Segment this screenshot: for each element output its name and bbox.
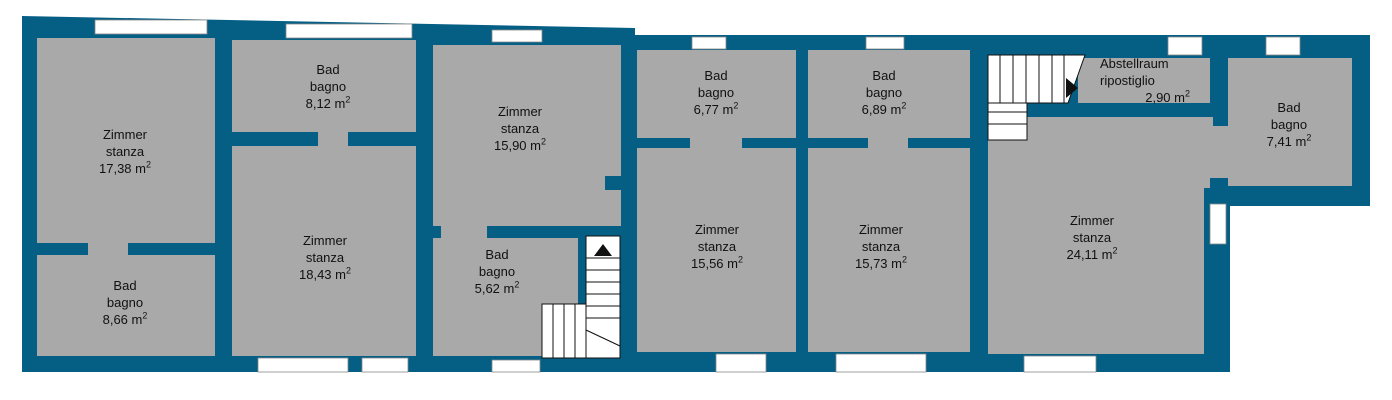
room-name-it: stanza (697, 239, 737, 254)
room-label-bad-4: Bad bagno 6,77 m2 (671, 67, 761, 118)
window-top-6 (1167, 36, 1203, 56)
room-area: 15,73 m2 (855, 254, 907, 271)
floor-zimmer-4 (637, 148, 796, 352)
windows (94, 19, 1301, 373)
floor-bad-4 (637, 50, 796, 138)
room-name-de: Bad (704, 68, 728, 83)
room-area: 18,43 m2 (299, 265, 351, 282)
room-name-it: ripostiglio (1100, 73, 1155, 88)
room-area: 2,90 m2 (1145, 88, 1190, 105)
floor-hall-small (492, 308, 538, 356)
room-name-de: Bad (316, 62, 340, 77)
room-area: 8,66 m2 (102, 310, 148, 327)
room-name-de: Zimmer (858, 222, 904, 237)
window-top-1 (94, 19, 208, 35)
floor-zimmer-2 (232, 146, 416, 356)
room-name-de: Bad (1277, 100, 1301, 115)
room-name-de: Bad (113, 278, 137, 293)
window-top-7 (1265, 36, 1301, 56)
window-bottom-6 (1023, 355, 1097, 373)
room-name-de: Zimmer (694, 222, 740, 237)
window-bottom-2 (361, 357, 409, 373)
window-bottom-4 (715, 353, 767, 373)
window-bottom-3 (491, 359, 541, 373)
floor-bad-6 (1228, 58, 1352, 186)
window-top-3 (491, 29, 543, 43)
floor-zimmer-6 (988, 117, 1228, 354)
room-name-de: Bad (485, 247, 509, 262)
door-gap-5 (868, 138, 908, 148)
window-side-1 (1209, 203, 1227, 245)
room-name-it: bagno (106, 295, 144, 310)
door-gap-3 (441, 226, 487, 238)
room-area: 15,56 m2 (691, 254, 743, 271)
room-name-it: bagno (309, 79, 347, 94)
room-label-zimmer-3: Zimmer stanza 15,90 m2 (475, 103, 565, 154)
room-name-it: stanza (861, 239, 901, 254)
wall-stub (605, 176, 621, 190)
wall-stub (433, 226, 441, 238)
room-area: 17,38 m2 (99, 159, 151, 176)
room-label-bad-6: Bad bagno 7,41 m2 (1244, 99, 1334, 150)
room-label-bad-3: Bad bagno 5,62 m2 (452, 246, 542, 297)
room-label-zimmer-4: Zimmer stanza 15,56 m2 (672, 221, 762, 272)
floor-bad-2 (232, 40, 416, 132)
staircase-1 (541, 235, 621, 359)
door-gap-1 (88, 243, 128, 255)
room-name-de: Zimmer (1069, 213, 1115, 228)
window-top-2 (285, 23, 413, 39)
floor-bad-1 (37, 255, 215, 356)
window-top-4 (691, 36, 727, 50)
room-name-it: stanza (1072, 230, 1112, 245)
floor-abstellraum (1078, 58, 1210, 103)
room-area: 24,11 m2 (1066, 245, 1118, 262)
room-name-de: Abstellraum (1100, 56, 1169, 71)
floor-zimmer-5 (808, 148, 970, 352)
room-name-it: stanza (500, 121, 540, 136)
room-name-it: stanza (305, 250, 345, 265)
room-label-zimmer-1: Zimmer stanza 17,38 m2 (80, 126, 170, 177)
room-label-bad-1: Bad bagno 8,66 m2 (80, 277, 170, 328)
room-name-it: bagno (697, 85, 735, 100)
room-name-de: Bad (872, 68, 896, 83)
floor-zimmer-3 (433, 45, 621, 226)
room-area: 5,62 m2 (474, 279, 520, 296)
room-name-de: Zimmer (102, 127, 148, 142)
floor-bad-5 (808, 50, 970, 138)
room-area: 6,89 m2 (861, 100, 907, 117)
door-gap-2 (318, 132, 348, 146)
room-name-it: bagno (1270, 117, 1308, 132)
room-area: 15,90 m2 (494, 136, 546, 153)
room-name-de: Zimmer (497, 104, 543, 119)
room-label-zimmer-2: Zimmer stanza 18,43 m2 (280, 232, 370, 283)
window-bottom-5 (835, 353, 927, 373)
floor-zimmer-1 (37, 38, 215, 243)
room-name-it: bagno (865, 85, 903, 100)
door-gap-4 (690, 138, 742, 148)
room-label-bad-5: Bad bagno 6,89 m2 (839, 67, 929, 118)
room-label-abstellraum: Abstellraum ripostiglio 2,90 m2 (1100, 55, 1200, 106)
room-area: 6,77 m2 (693, 100, 739, 117)
room-label-zimmer-6: Zimmer stanza 24,11 m2 (1047, 212, 1137, 263)
room-label-bad-2: Bad bagno 8,12 m2 (283, 61, 373, 112)
staircase-2 (987, 54, 1086, 141)
room-label-zimmer-5: Zimmer stanza 15,73 m2 (836, 221, 926, 272)
room-name-it: bagno (478, 264, 516, 279)
window-top-5 (865, 36, 905, 50)
room-area: 7,41 m2 (1266, 132, 1312, 149)
room-area: 8,12 m2 (305, 94, 351, 111)
room-name-de: Zimmer (302, 233, 348, 248)
room-name-it: stanza (105, 144, 145, 159)
window-bottom-1 (257, 357, 349, 373)
